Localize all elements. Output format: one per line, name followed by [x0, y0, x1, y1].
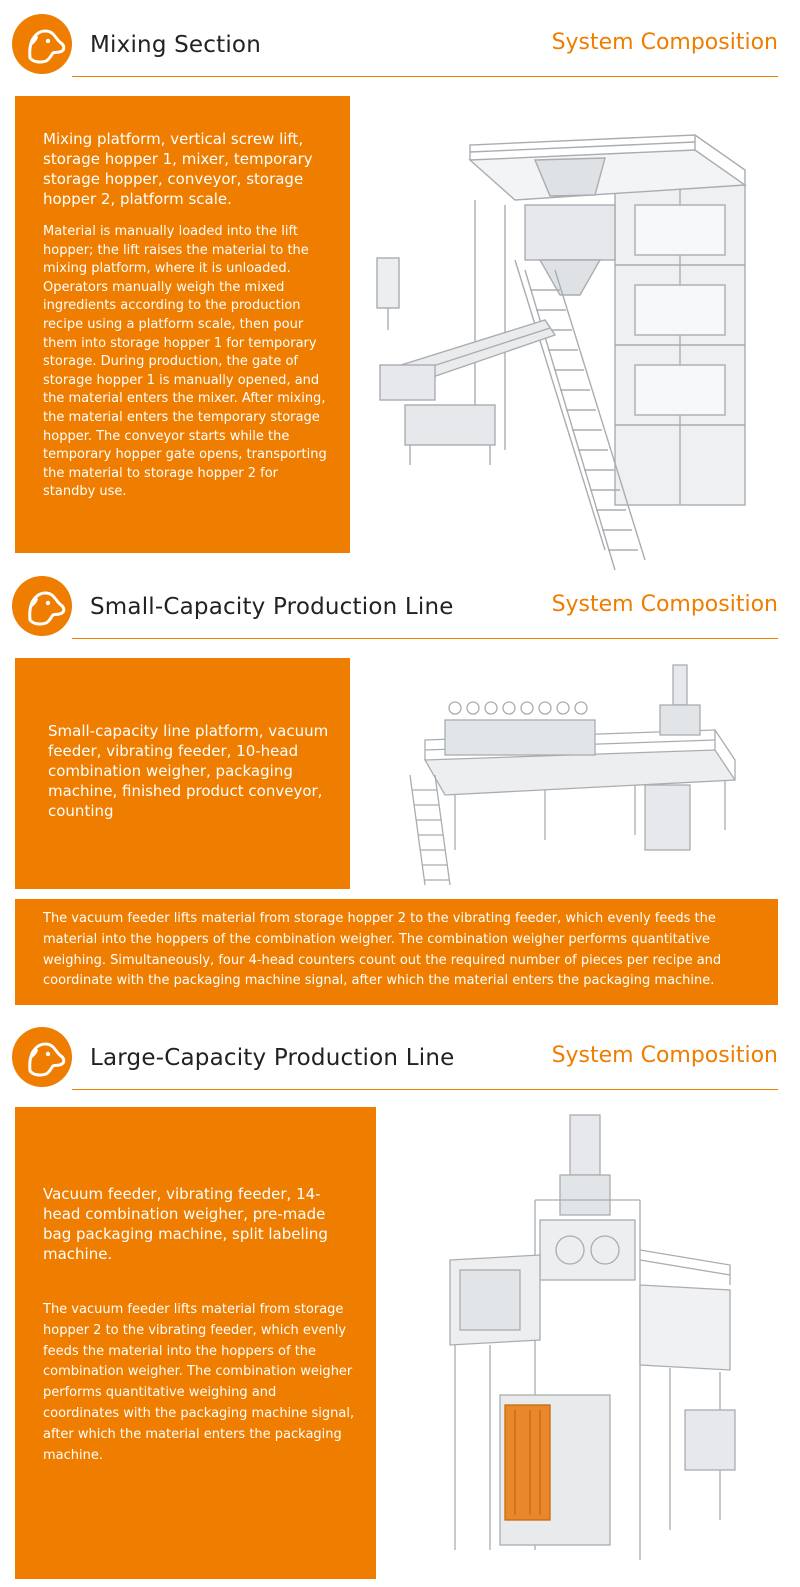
- large-line-illustration: [440, 1110, 780, 1580]
- small-line-description-banner: The vacuum feeder lifts material from st…: [15, 899, 778, 1005]
- dog-head-icon: [12, 576, 72, 636]
- small-line-summary: Small-capacity line platform, vacuum fee…: [48, 722, 329, 820]
- small-line-description: The vacuum feeder lifts material from st…: [43, 911, 722, 989]
- section-header-large-line: Large-Capacity Production Line System Co…: [0, 1013, 800, 1093]
- section-subtitle: System Composition: [551, 1043, 778, 1068]
- section-divider: [72, 638, 778, 639]
- section-header-mixing: Mixing Section System Composition: [0, 0, 800, 80]
- section-subtitle: System Composition: [551, 592, 778, 617]
- mixing-summary: Mixing platform, vertical screw lift, st…: [43, 130, 313, 208]
- small-line-info-box: Small-capacity line platform, vacuum fee…: [15, 658, 350, 889]
- large-line-info-box: Vacuum feeder, vibrating feeder, 14-head…: [15, 1107, 376, 1579]
- section-header-small-line: Small-Capacity Production Line System Co…: [0, 562, 800, 642]
- large-line-summary: Vacuum feeder, vibrating feeder, 14-head…: [43, 1185, 328, 1263]
- small-line-illustration: [395, 660, 745, 890]
- mixing-info-box: Mixing platform, vertical screw lift, st…: [15, 96, 350, 553]
- section-divider: [72, 1089, 778, 1090]
- large-line-description: The vacuum feeder lifts material from st…: [43, 1302, 355, 1463]
- section-subtitle: System Composition: [551, 30, 778, 55]
- section-title: Large-Capacity Production Line: [90, 1045, 455, 1071]
- section-title: Mixing Section: [90, 32, 261, 58]
- dog-head-icon: [12, 14, 72, 74]
- dog-head-icon: [12, 1027, 72, 1087]
- section-divider: [72, 76, 778, 77]
- section-title: Small-Capacity Production Line: [90, 594, 454, 620]
- mixing-description: Material is manually loaded into the lif…: [43, 224, 327, 500]
- mixing-machine-illustration: [365, 130, 785, 580]
